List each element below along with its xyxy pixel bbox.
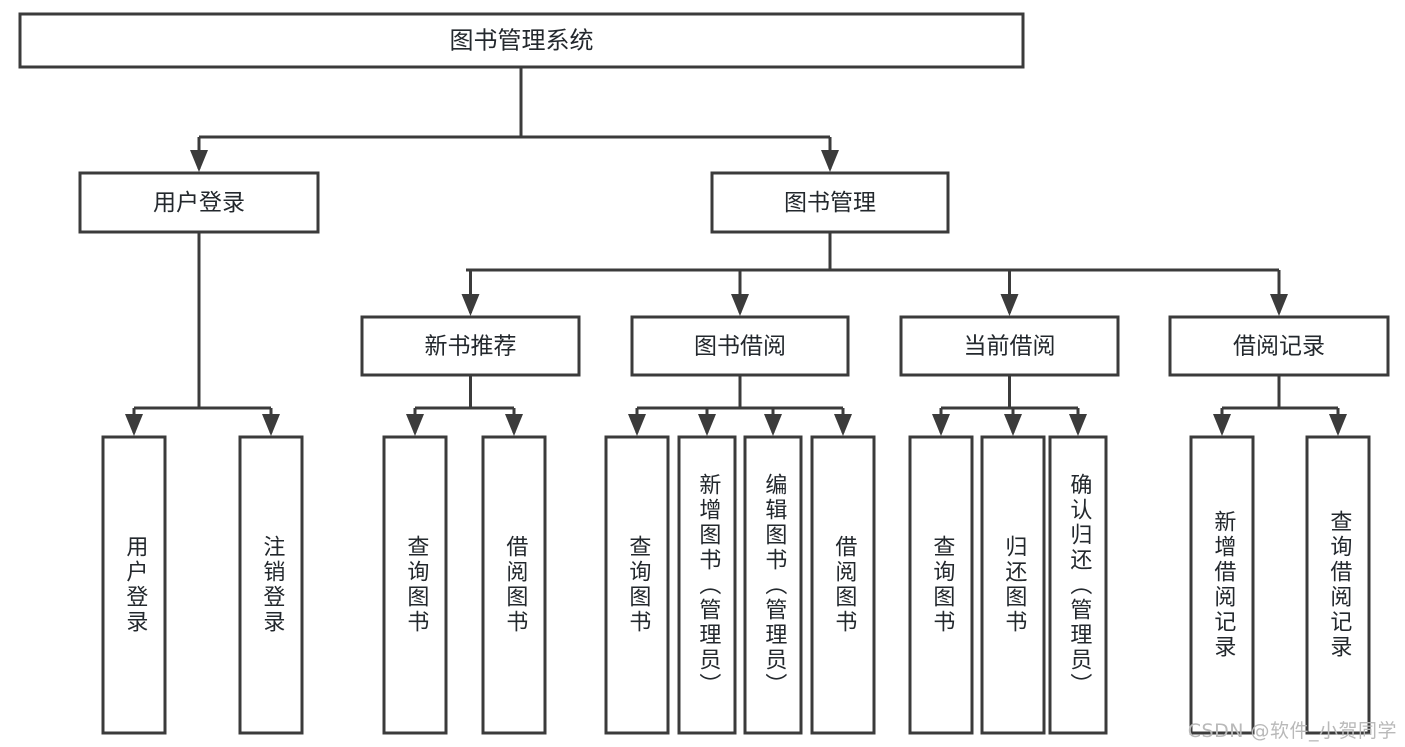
node-leaf-query-book-1[interactable] bbox=[382, 435, 448, 735]
node-box-leaf-borrow-book-1[interactable] bbox=[481, 435, 547, 735]
node-leaf-query-book-3[interactable] bbox=[908, 435, 974, 735]
arrow-head-icon bbox=[821, 150, 839, 172]
arrow-head-icon bbox=[834, 414, 852, 436]
node-leaf-confirm-return[interactable] bbox=[1048, 435, 1108, 735]
node-leaf-query-record[interactable] bbox=[1305, 435, 1371, 735]
watermark: CSDN @软件_小贺同学 bbox=[1187, 720, 1397, 742]
node-label-user-login: 用户登录 bbox=[153, 190, 245, 216]
node-label-book-borrow: 图书借阅 bbox=[694, 334, 786, 360]
arrow-head-icon bbox=[1270, 294, 1288, 316]
node-box-leaf-user-login[interactable] bbox=[101, 435, 167, 735]
node-leaf-add-record[interactable] bbox=[1189, 435, 1255, 735]
node-leaf-query-book-2[interactable] bbox=[604, 435, 670, 735]
node-leaf-logout[interactable] bbox=[238, 435, 304, 735]
nodes-layer bbox=[18, 12, 1390, 735]
arrow-head-icon bbox=[125, 414, 143, 436]
node-box-leaf-logout[interactable] bbox=[238, 435, 304, 735]
node-box-leaf-query-record[interactable] bbox=[1305, 435, 1371, 735]
node-box-user-login[interactable] bbox=[78, 171, 320, 234]
arrow-head-icon bbox=[764, 414, 782, 436]
arrow-head-icon bbox=[698, 414, 716, 436]
node-box-leaf-return-book[interactable] bbox=[980, 435, 1046, 735]
node-user-login[interactable] bbox=[78, 171, 320, 234]
node-label-book-manage: 图书管理 bbox=[784, 190, 876, 216]
arrow-head-icon bbox=[1213, 414, 1231, 436]
node-book-borrow[interactable] bbox=[630, 315, 850, 377]
node-box-leaf-borrow-book-2[interactable] bbox=[810, 435, 876, 735]
node-leaf-add-book[interactable] bbox=[677, 435, 737, 735]
node-new-book-recommend[interactable] bbox=[360, 315, 581, 377]
node-leaf-borrow-book-2[interactable] bbox=[810, 435, 876, 735]
node-root[interactable] bbox=[18, 12, 1025, 69]
arrow-head-icon bbox=[1329, 414, 1347, 436]
node-label-borrow-record: 借阅记录 bbox=[1233, 334, 1325, 360]
node-box-leaf-query-book-3[interactable] bbox=[908, 435, 974, 735]
node-box-leaf-query-book-1[interactable] bbox=[382, 435, 448, 735]
node-box-book-borrow[interactable] bbox=[630, 315, 850, 377]
node-current-borrow[interactable] bbox=[899, 315, 1120, 377]
arrow-head-icon bbox=[1069, 414, 1087, 436]
arrow-head-icon bbox=[1004, 414, 1022, 436]
node-box-leaf-add-book[interactable] bbox=[677, 435, 737, 735]
node-label-current-borrow: 当前借阅 bbox=[964, 334, 1056, 360]
node-book-manage[interactable] bbox=[710, 171, 950, 234]
node-leaf-return-book[interactable] bbox=[980, 435, 1046, 735]
arrow-head-icon bbox=[406, 414, 424, 436]
arrow-head-icon bbox=[731, 294, 749, 316]
node-label-root: 图书管理系统 bbox=[450, 27, 594, 55]
node-box-borrow-record[interactable] bbox=[1168, 315, 1390, 377]
node-box-book-manage[interactable] bbox=[710, 171, 950, 234]
node-box-leaf-add-record[interactable] bbox=[1189, 435, 1255, 735]
node-box-current-borrow[interactable] bbox=[899, 315, 1120, 377]
node-box-root[interactable] bbox=[18, 12, 1025, 69]
node-box-leaf-edit-book[interactable] bbox=[743, 435, 803, 735]
node-leaf-borrow-book-1[interactable] bbox=[481, 435, 547, 735]
arrow-head-icon bbox=[505, 414, 523, 436]
arrow-head-icon bbox=[262, 414, 280, 436]
arrow-head-icon bbox=[1000, 294, 1019, 316]
connectors-layer bbox=[125, 67, 1347, 436]
arrow-head-icon bbox=[461, 294, 480, 316]
node-leaf-user-login[interactable] bbox=[101, 435, 167, 735]
node-box-leaf-query-book-2[interactable] bbox=[604, 435, 670, 735]
arrow-head-icon bbox=[190, 150, 208, 172]
node-borrow-record[interactable] bbox=[1168, 315, 1390, 377]
node-box-new-book-recommend[interactable] bbox=[360, 315, 581, 377]
node-box-leaf-confirm-return[interactable] bbox=[1048, 435, 1108, 735]
arrow-head-icon bbox=[932, 414, 950, 436]
arrow-head-icon bbox=[628, 414, 646, 436]
node-label-new-book-recommend: 新书推荐 bbox=[425, 334, 517, 360]
node-leaf-edit-book[interactable] bbox=[743, 435, 803, 735]
